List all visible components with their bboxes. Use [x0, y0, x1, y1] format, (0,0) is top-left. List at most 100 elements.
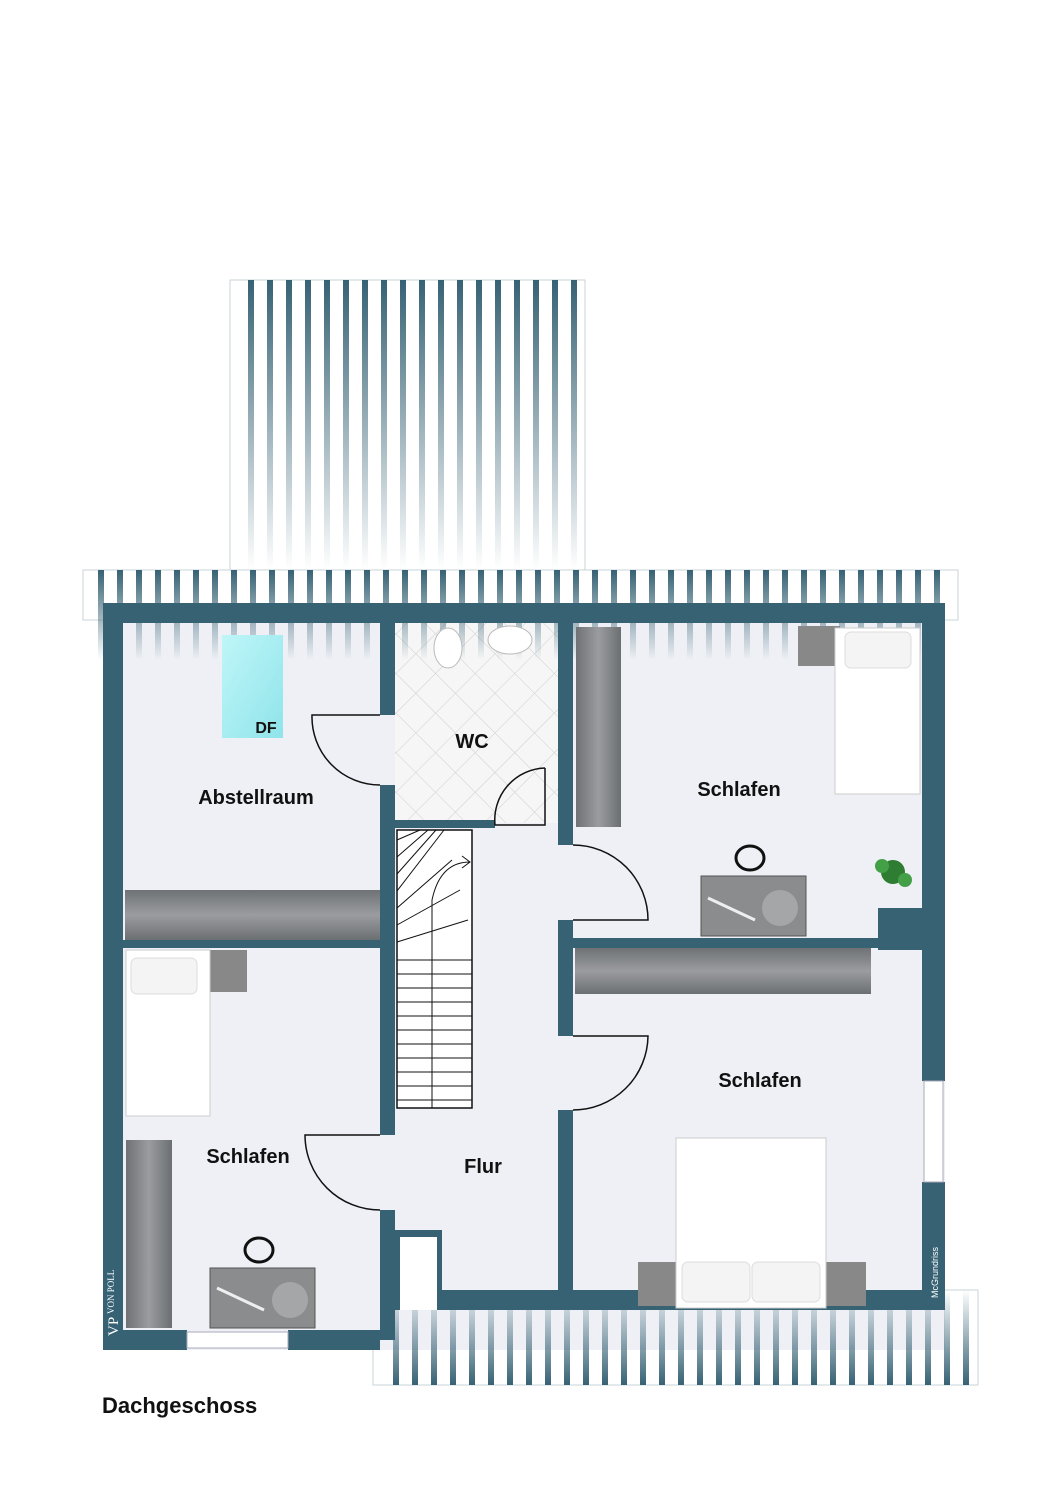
door-schlafen-se	[572, 1035, 649, 1111]
wall-west	[103, 603, 123, 1350]
hatch-stripe	[849, 1290, 855, 1385]
desk-item	[272, 1282, 308, 1318]
hatch-stripe	[267, 280, 273, 570]
wall	[380, 623, 395, 715]
hatch-stripe	[754, 1290, 760, 1385]
hatch-stripe	[450, 1290, 456, 1385]
hatch-stripe	[98, 570, 104, 660]
chair	[734, 844, 766, 872]
desk-lamp	[707, 896, 756, 922]
nightstand	[824, 1262, 866, 1306]
wall	[558, 1110, 573, 1300]
hatch-stripe	[545, 1290, 551, 1385]
plant	[875, 859, 912, 887]
stair-tread	[396, 829, 445, 892]
pillow	[751, 1261, 821, 1303]
hatch-stripe	[248, 280, 254, 570]
hatch-stripe	[343, 280, 349, 570]
hatch-stripe	[868, 1290, 874, 1385]
wall-north	[103, 603, 945, 623]
hatch-stripe	[381, 280, 387, 570]
pillow	[130, 957, 198, 995]
hatch-stripe	[621, 1290, 627, 1385]
hatch-stripe	[640, 1290, 646, 1385]
wardrobe	[575, 948, 871, 994]
von-poll-logo: VP VON POLL	[106, 1270, 122, 1336]
desk-lamp	[216, 1286, 265, 1312]
hatch-stripe	[476, 280, 482, 570]
hatch-stripe	[400, 280, 406, 570]
hatch-stripe	[944, 1290, 950, 1385]
hatch-stripe	[507, 1290, 513, 1385]
hatch-stripe	[887, 1290, 893, 1385]
furniture	[125, 625, 921, 1329]
skylight	[222, 635, 283, 738]
wall-south-mid	[288, 1330, 380, 1350]
window-east	[923, 1080, 944, 1183]
door-schlafen-ne	[572, 844, 649, 921]
room-label-schlafen-sw: Schlafen	[206, 1146, 289, 1168]
window-south	[186, 1331, 289, 1349]
hatch-stripe	[659, 1290, 665, 1385]
room-label-schlafen-se: Schlafen	[718, 1070, 801, 1092]
wall	[573, 938, 878, 948]
pillow	[681, 1261, 751, 1303]
wc-tiles	[395, 623, 558, 823]
wall	[380, 1210, 395, 1340]
hatch-stripe	[495, 280, 501, 570]
hatch-stripe	[571, 280, 577, 570]
nightstand	[207, 950, 247, 992]
hatch-stripe	[564, 1290, 570, 1385]
stair-direction-arrow-icon	[431, 855, 471, 1108]
wall	[395, 820, 495, 828]
wall	[558, 623, 573, 845]
chair	[243, 1236, 275, 1264]
room-label-abstellraum: Abstellraum	[198, 787, 314, 809]
hatch-stripe	[963, 1290, 969, 1385]
floor-title: Dachgeschoss	[102, 1393, 257, 1418]
stair-tread	[396, 829, 429, 858]
hatch-stripe	[792, 1290, 798, 1385]
stair-tread	[396, 889, 461, 926]
hatch-stripe	[286, 280, 292, 570]
stair-tread	[396, 829, 437, 875]
hatch-stripe	[583, 1290, 589, 1385]
hatch-stripe	[678, 1290, 684, 1385]
credit-label: McGrundriss	[930, 1246, 940, 1298]
wardrobe	[125, 890, 380, 940]
hatch-stripe	[526, 1290, 532, 1385]
room-label-schlafen-ne: Schlafen	[697, 779, 780, 801]
balcony-overhang	[229, 279, 586, 571]
hatch-stripe	[552, 280, 558, 570]
hatch-stripe	[906, 1290, 912, 1385]
skylight-label: DF	[255, 720, 277, 737]
wardrobe	[126, 1140, 172, 1328]
hatch-stripe	[811, 1290, 817, 1385]
hatch-stripe	[431, 1290, 437, 1385]
pillow	[844, 631, 912, 669]
chimney	[878, 908, 922, 950]
hatch-stripe	[419, 280, 425, 570]
door-abstellraum	[311, 714, 381, 786]
stair-tread	[396, 829, 421, 841]
hatch-stripe	[716, 1290, 722, 1385]
room-label-flur: Flur	[464, 1156, 502, 1178]
wall-east-lower	[922, 1182, 945, 1310]
nightstand	[638, 1262, 680, 1306]
door-schlafen-sw	[304, 1134, 381, 1211]
shaft-inner	[400, 1237, 437, 1310]
hatch-stripe	[438, 280, 444, 570]
hatch-stripe	[514, 280, 520, 570]
room-label-wc: WC	[455, 731, 488, 753]
svg-text:VON POLL: VON POLL	[106, 1270, 116, 1314]
wall	[380, 785, 395, 1135]
wardrobe	[576, 627, 621, 827]
door-wc	[494, 767, 546, 826]
hatch-stripe	[393, 1290, 399, 1385]
hatch-stripe	[602, 1290, 608, 1385]
hatch-stripe	[830, 1290, 836, 1385]
hatch-stripe	[735, 1290, 741, 1385]
hatch-stripe	[469, 1290, 475, 1385]
hatch-stripe	[773, 1290, 779, 1385]
